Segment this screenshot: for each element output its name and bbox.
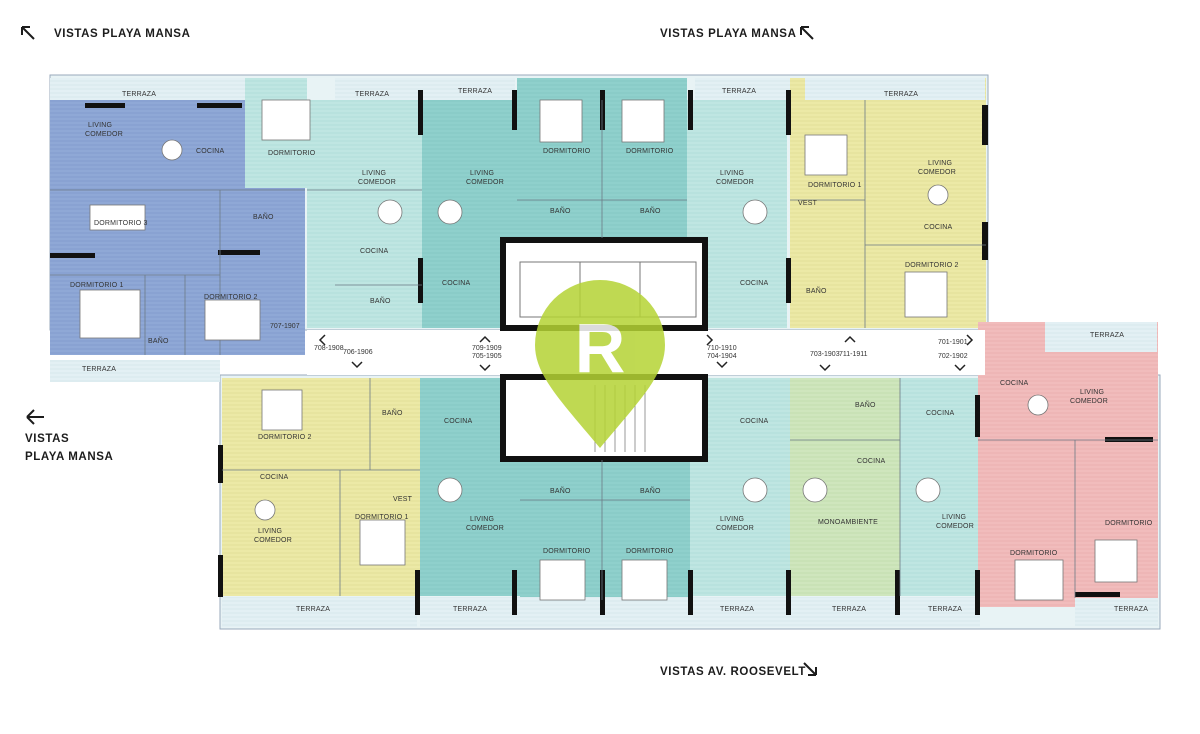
room-label: COCINA [444, 418, 473, 425]
room-label: LIVING [928, 160, 953, 167]
room-label: COCINA [926, 410, 955, 417]
room-label: DORMITORIO 2 [258, 434, 312, 441]
room-label: COMEDOR [936, 523, 974, 530]
view-label-top-left: VISTAS PLAYA MANSA [54, 28, 191, 40]
room-label: COCINA [442, 280, 471, 287]
room-label: DORMITORIO [626, 148, 674, 155]
room-label: BAÑO [640, 208, 661, 215]
room-label: DORMITORIO 1 [70, 282, 124, 289]
room-label: VEST [798, 200, 818, 207]
room-label: COMEDOR [466, 179, 504, 186]
room-label: TERRAZA [928, 606, 963, 613]
room-label: DORMITORIO [1010, 550, 1058, 557]
room-label: VEST [393, 496, 413, 503]
room-label: COMEDOR [254, 537, 292, 544]
room-label: LIVING [720, 516, 745, 523]
unit-number: 711-1911 [839, 351, 868, 358]
unit-number: 704-1904 [707, 353, 737, 360]
arrow-northwest-icon [20, 25, 36, 46]
room-label: TERRAZA [453, 606, 488, 613]
room-label: COCINA [740, 280, 769, 287]
unit-number: 705-1905 [472, 353, 502, 360]
unit-number: 706-1906 [343, 349, 373, 356]
room-label: TERRAZA [720, 606, 755, 613]
unit-number: 709-1909 [472, 345, 502, 352]
view-label-left-line2: PLAYA MANSA [25, 451, 114, 463]
room-label: TERRAZA [355, 91, 390, 98]
room-label: BAÑO [370, 298, 391, 305]
room-label: LIVING [470, 170, 495, 177]
room-label: BAÑO [640, 488, 661, 495]
view-label-bottom: VISTAS AV. ROOSEVELT [660, 666, 806, 678]
room-label: COMEDOR [358, 179, 396, 186]
unit-number: 710-1910 [707, 345, 737, 352]
room-label: DORMITORIO 1 [355, 514, 409, 521]
room-label: COMEDOR [85, 131, 123, 138]
unit-number: 708-1908 [314, 345, 344, 352]
room-label: DORMITORIO [1105, 520, 1153, 527]
room-label: MONOAMBIENTE [818, 519, 878, 526]
svg-text:R: R [575, 309, 626, 387]
room-label: COMEDOR [716, 179, 754, 186]
view-label-left-line1: VISTAS [25, 433, 70, 445]
room-label: TERRAZA [1090, 332, 1125, 339]
room-label: BAÑO [550, 488, 571, 495]
room-label: DORMITORIO 2 [204, 294, 258, 301]
arrow-northwest-icon [799, 25, 815, 46]
logo-pin: R [535, 280, 665, 448]
unit-number: 702-1902 [938, 353, 968, 360]
room-label: COCINA [1000, 380, 1029, 387]
room-label: COCINA [196, 148, 225, 155]
room-label: TERRAZA [296, 606, 331, 613]
room-label: DORMITORIO 1 [808, 182, 862, 189]
room-label: LIVING [942, 514, 967, 521]
room-label: DORMITORIO 3 [94, 220, 148, 227]
room-label: TERRAZA [1114, 606, 1149, 613]
room-label: BAÑO [253, 214, 274, 221]
room-label: LIVING [720, 170, 745, 177]
room-label: TERRAZA [82, 366, 117, 373]
room-label: COMEDOR [1070, 398, 1108, 405]
arrow-left-icon [24, 408, 46, 431]
unit-number: 707-1907 [270, 323, 300, 330]
room-label: COMEDOR [716, 525, 754, 532]
room-label: TERRAZA [884, 91, 919, 98]
room-label: TERRAZA [722, 88, 757, 95]
arrow-southeast-icon [802, 661, 818, 682]
room-label: COCINA [857, 458, 886, 465]
room-label: COCINA [260, 474, 289, 481]
unit-number: 701-1901 [938, 339, 968, 346]
room-label: LIVING [88, 122, 113, 129]
room-label: BAÑO [550, 208, 571, 215]
room-label: TERRAZA [458, 88, 493, 95]
room-label: COMEDOR [918, 169, 956, 176]
room-label: LIVING [1080, 389, 1105, 396]
room-label: LIVING [258, 528, 283, 535]
room-label: COCINA [740, 418, 769, 425]
room-label: BAÑO [806, 288, 827, 295]
room-label: COCINA [360, 248, 389, 255]
room-label: COMEDOR [466, 525, 504, 532]
room-label: TERRAZA [122, 91, 157, 98]
room-label: LIVING [362, 170, 387, 177]
room-label: DORMITORIO [543, 148, 591, 155]
room-label: DORMITORIO [626, 548, 674, 555]
room-label: COCINA [924, 224, 953, 231]
room-label: BAÑO [148, 338, 169, 345]
room-label: DORMITORIO [268, 150, 316, 157]
view-label-top-center: VISTAS PLAYA MANSA [660, 28, 797, 40]
room-label: DORMITORIO 2 [905, 262, 959, 269]
room-label: BAÑO [855, 402, 876, 409]
room-label: LIVING [470, 516, 495, 523]
room-label: DORMITORIO [543, 548, 591, 555]
room-label: BAÑO [382, 410, 403, 417]
unit-number: 703-1903 [810, 351, 840, 358]
room-label: TERRAZA [832, 606, 867, 613]
